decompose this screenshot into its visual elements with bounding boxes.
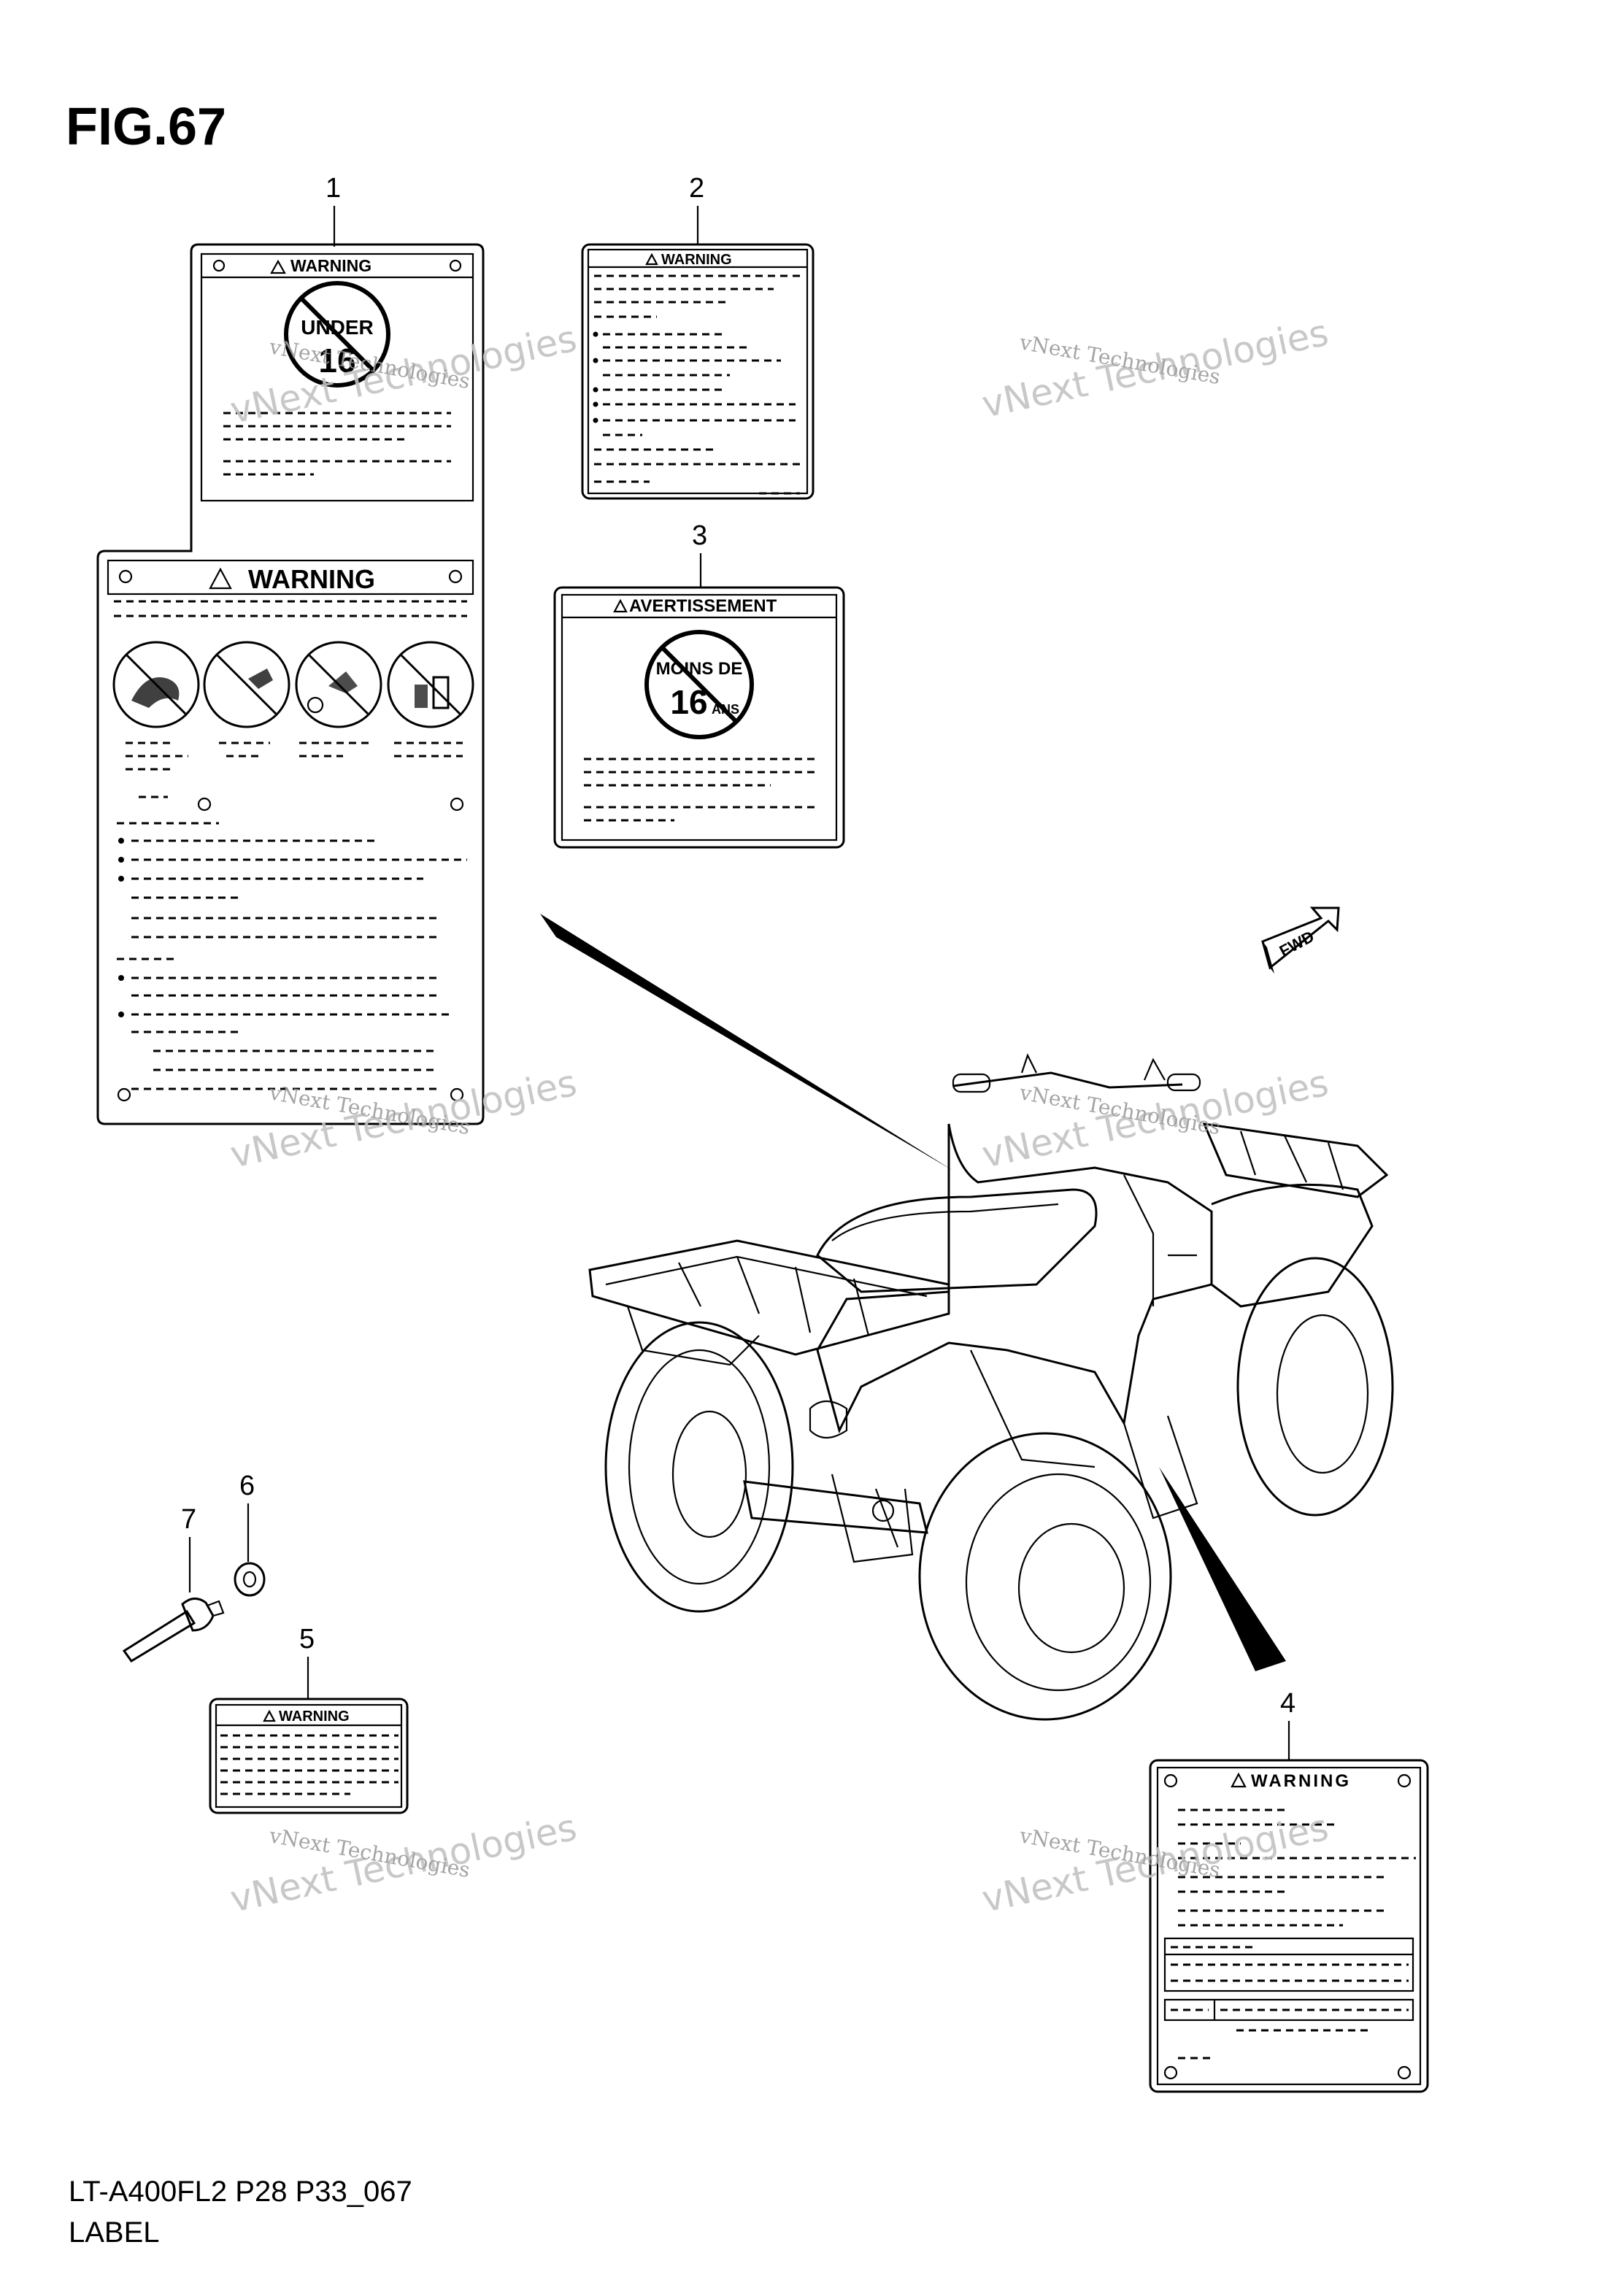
watermark: vNext Technologies vNext Technologies (226, 1806, 580, 1921)
moins-de-16-ans-symbol: MOINS DE 16 ANS (644, 630, 754, 739)
callout-number-3: 3 (692, 520, 707, 551)
callout-number-6: 6 (239, 1471, 255, 1501)
prohibition-pictogram-3 (295, 641, 382, 728)
label-4-heading: WARNING (1251, 1771, 1351, 1791)
section-name: LABEL (69, 2216, 160, 2249)
callout-number-1: 1 (326, 173, 341, 204)
callout-number-4: 4 (1280, 1688, 1295, 1719)
label-2-heading: WARNING (661, 252, 732, 268)
label-1: 1 WARNING UNDER 16 WARNING (96, 173, 485, 1125)
pointer-to-label-4 (1159, 1467, 1286, 1671)
callout-number-5: 5 (299, 1624, 315, 1654)
prohibition-pictogram-4 (387, 641, 474, 728)
label-5: 5 WARNING (209, 1624, 409, 1814)
prohibition-pictogram-2 (203, 641, 290, 728)
watermark: vNext Technologies vNext Technologies (226, 317, 580, 432)
label-2: 2 WARNING (581, 173, 815, 500)
callout-number-7: 7 (181, 1504, 196, 1535)
label-5-heading: WARNING (279, 1708, 350, 1725)
watermark: vNext Technologies vNext Technologies (226, 1062, 580, 1176)
watermark: vNext Technologies vNext Technologies (978, 1806, 1332, 1921)
part-6-washer: 6 (234, 1471, 266, 1597)
atv-illustration (540, 914, 1394, 1721)
watermark-group: vNext Technologies vNext Technologies vN… (226, 312, 1332, 1921)
model-code: LT-A400FL2 P28 P33_067 (69, 2176, 412, 2208)
svg-text:MOINS DE: MOINS DE (656, 659, 743, 679)
figure-title: FIG.67 (66, 98, 226, 156)
label-3-heading: AVERTISSEMENT (629, 596, 777, 616)
watermark: vNext Technologies vNext Technologies (978, 312, 1332, 426)
label-1-bottom-heading: WARNING (248, 564, 375, 594)
prohibition-pictogram-1 (112, 641, 200, 728)
under-16-symbol: UNDER 16 (284, 281, 390, 388)
label-1-top-heading: WARNING (290, 256, 371, 275)
part-7-rivet: 7 (122, 1504, 225, 1663)
watermark: vNext Technologies vNext Technologies (978, 1062, 1332, 1176)
fwd-direction-sign: FWD (1261, 906, 1340, 974)
label-3: 3 AVERTISSEMENT MOINS DE 16 ANS (553, 520, 845, 849)
label-1-outline (96, 243, 485, 1125)
callout-number-2: 2 (689, 173, 704, 204)
pointer-to-label-1-3 (540, 914, 953, 1171)
label-4: 4 WARNING (1149, 1688, 1429, 2093)
